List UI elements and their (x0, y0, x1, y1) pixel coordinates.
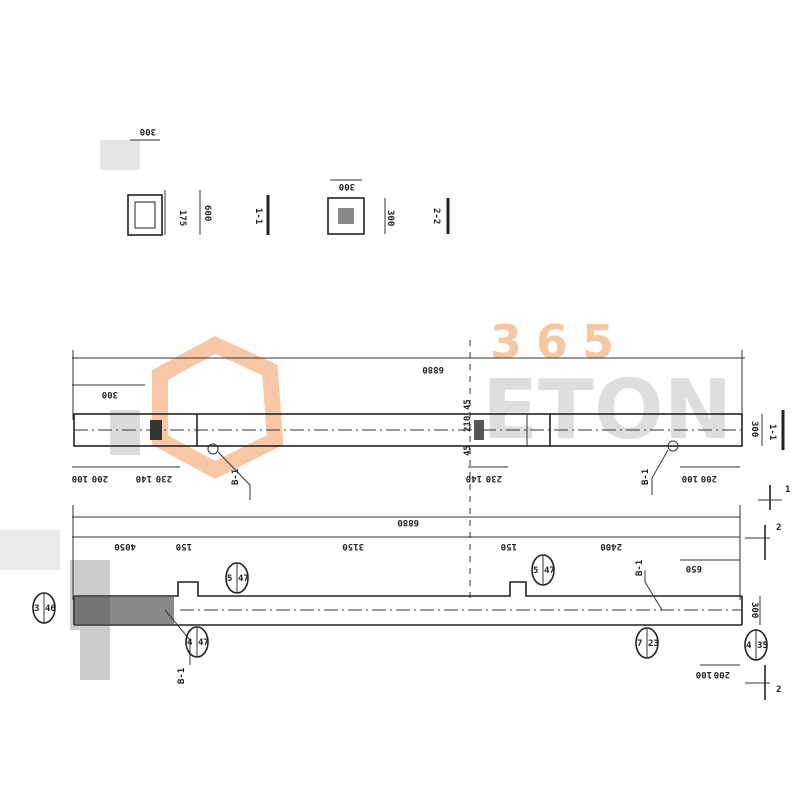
detail-sheet: 47 (544, 566, 555, 576)
section-2-2-detail: 300 300 2-2 (327, 179, 450, 235)
beam-elevation-1: 6880 300 B-1 B-1 300 1-1 45 210 45 100 2… (72, 340, 785, 600)
dim-text: 210 (463, 416, 473, 432)
overall-dimension: 6880 (422, 364, 444, 374)
detail-sheet: 46 (45, 604, 56, 614)
detail-number: 5 (533, 566, 538, 576)
section-label: 1-1 (767, 424, 777, 440)
detail-marker: 4 47 (185, 626, 209, 658)
dim-text: 140 (136, 473, 152, 483)
cut-label: 2 (776, 523, 781, 533)
watermark: 365 ETON (152, 315, 732, 480)
dim-text: 45 (463, 399, 473, 410)
callout-b1: B-1 (231, 469, 241, 485)
detail-number: 4 (746, 641, 752, 651)
depth-dimension: 300 (749, 602, 759, 618)
callout-b1: B-1 (177, 668, 187, 684)
dim-text: 175 (177, 210, 187, 226)
dim-text: 200 (701, 473, 717, 483)
detail-marker: 5 47 (531, 554, 555, 586)
detail-marker: 3 46 (32, 592, 56, 624)
detail-marker: 5 47 (225, 562, 249, 594)
detail-sheet: 23 (648, 639, 659, 649)
dim-text: 300 (339, 181, 355, 191)
dim-text: 600 (202, 205, 212, 221)
detail-number: 5 (227, 574, 232, 584)
detail-number: 3 (34, 604, 39, 614)
segment-dimension: 150 (176, 541, 192, 551)
dim-text: 200 (92, 473, 108, 483)
cut-label: 1 (785, 485, 790, 495)
callout-b1: B-1 (641, 469, 651, 485)
dim-text: 200 (714, 669, 730, 679)
cut-marker: 2 (745, 523, 781, 560)
detail-number: 4 (187, 638, 193, 648)
segment-dimension: 150 (501, 541, 517, 551)
section-1-1-detail: 300 175 600 1-1 (127, 126, 270, 236)
dim-text: 100 (72, 473, 88, 483)
watermark-brand: ETON (482, 363, 732, 458)
cut-label: 2 (776, 685, 781, 695)
scan-noise (0, 140, 140, 680)
dim-text: 230 (156, 473, 172, 483)
section-label: 1-1 (253, 208, 263, 224)
watermark-number: 365 (490, 315, 628, 369)
detail-number: 7 (637, 639, 642, 649)
cut-marker: 2 (745, 665, 781, 700)
detail-sheet: 47 (198, 638, 209, 648)
dim-text: 300 (140, 126, 156, 136)
watermark-logo-icon (152, 336, 284, 480)
cut-marker: 1 (758, 485, 790, 510)
section-label: 2-2 (431, 208, 441, 224)
overall-dimension: 6880 (397, 517, 419, 527)
dim-text: 100 (682, 473, 698, 483)
segment-dimension: 3150 (342, 541, 364, 551)
dim-text: 300 (102, 389, 118, 399)
segment-dimension: 4050 (114, 541, 136, 551)
segment-dimension: 2400 (600, 541, 622, 551)
beam-elevation-2: 6880 4050 150 3150 150 2400 650 B-1 B-1 … (32, 485, 790, 700)
dim-text: 100 (696, 669, 712, 679)
detail-marker: 7 23 (635, 627, 659, 659)
depth-dimension: 300 (749, 421, 759, 437)
dim-text: 140 (466, 473, 482, 483)
dim-text: 230 (486, 473, 502, 483)
dim-text: 300 (385, 210, 395, 226)
callout-b1: B-1 (635, 560, 645, 576)
dim-text: 45 (463, 445, 473, 456)
detail-marker: 4 35 (744, 629, 768, 661)
dim-text: 650 (686, 563, 702, 573)
detail-sheet: 47 (238, 574, 249, 584)
detail-sheet: 35 (757, 641, 768, 651)
beam-outline (74, 581, 742, 597)
